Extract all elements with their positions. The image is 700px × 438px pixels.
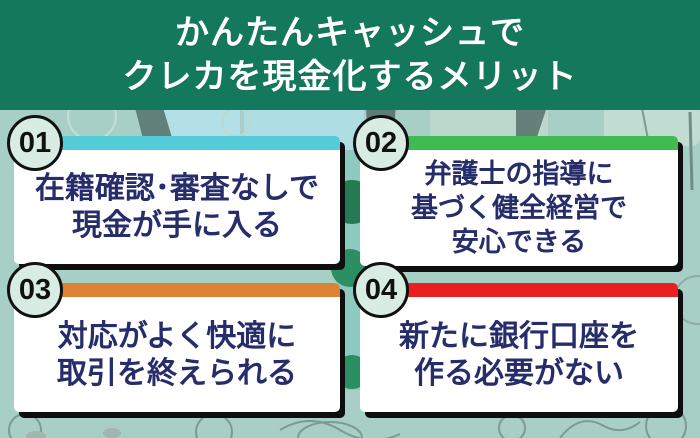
accent-bar-red [360,283,678,297]
number-badge-03: 03 [7,262,63,318]
title-banner: かんたんキャッシュで クレカを現金化するメリット [0,0,700,110]
badge-number: 04 [364,273,398,306]
merit-card-03: 03 対応がよく快適に 取引を終えられる [7,262,340,412]
merit-line: 安心できる [451,227,587,257]
merit-line: 現金が手に入る [72,209,282,242]
badge-number: 01 [18,126,52,159]
merit-line: 対応がよく快適に [57,319,297,353]
merit-text-01: 在籍確認･審査なしで 現金が手に入る [14,150,340,264]
merit-line: 作る必要がない [414,356,624,390]
accent-bar-green [360,136,678,150]
merit-line: 基づく健全経営で [411,193,627,223]
merit-card-01: 01 在籍確認･審査なしで 現金が手に入る [7,115,340,264]
merit-card-04: 04 新たに銀行口座を 作る必要がない [353,262,678,412]
accent-bar-orange [14,283,340,297]
merit-line: 在籍確認･審査なしで [34,172,320,205]
merit-line: 弁護士の指導に [424,159,614,189]
merit-text-02: 弁護士の指導に 基づく健全経営で 安心できる [360,150,678,266]
merit-card-02: 02 弁護士の指導に 基づく健全経営で 安心できる [353,115,678,266]
number-badge-02: 02 [353,115,409,171]
badge-number: 03 [18,273,52,306]
merit-line: 新たに銀行口座を [399,319,639,353]
merit-line: 取引を終えられる [57,356,297,390]
merit-text-04: 新たに銀行口座を 作る必要がない [360,297,678,412]
merit-text-03: 対応がよく快適に 取引を終えられる [14,297,340,412]
accent-bar-cyan [14,136,340,150]
title-line-2: クレカを現金化するメリット [122,58,578,96]
number-badge-01: 01 [7,115,63,171]
badge-number: 02 [364,126,398,159]
number-badge-04: 04 [353,262,409,318]
title-line-1: かんたんキャッシュで [175,14,525,52]
